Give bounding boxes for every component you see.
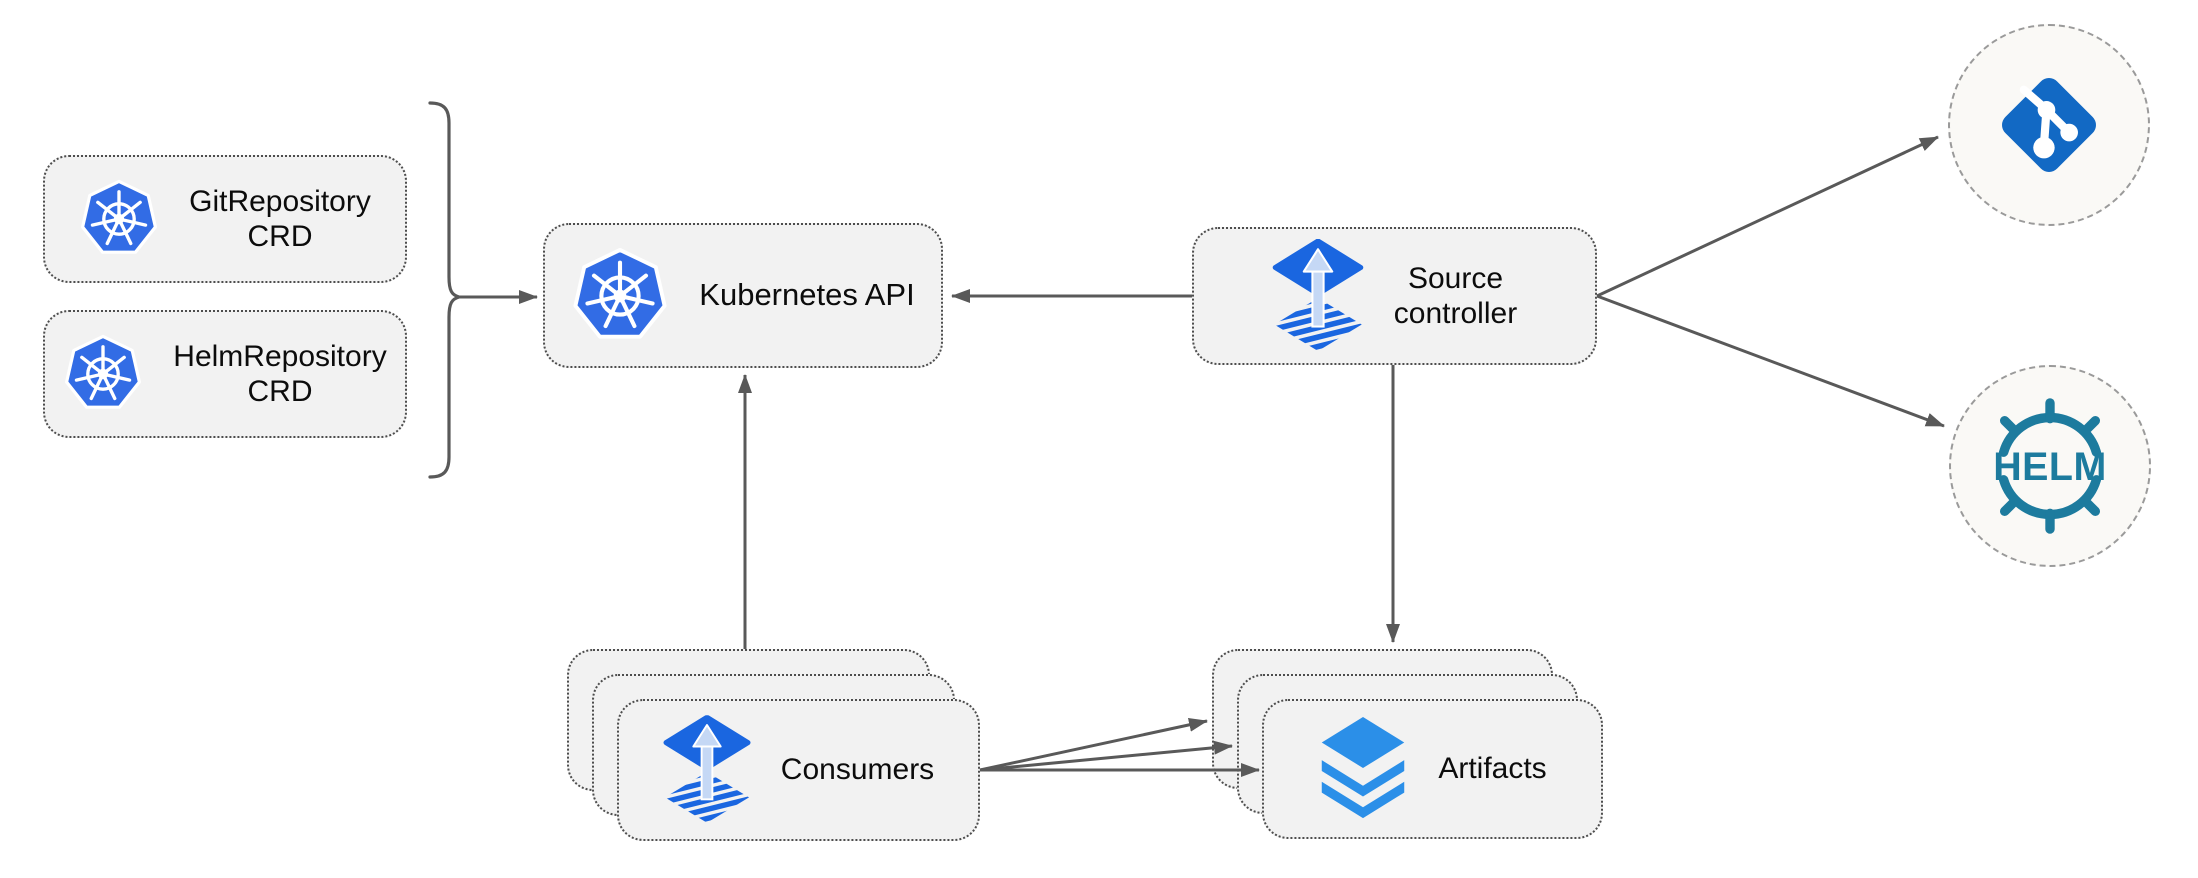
label-line2: CRD bbox=[247, 375, 313, 408]
flux-icon bbox=[1272, 239, 1364, 353]
crd-group-brace bbox=[428, 101, 465, 479]
node-artifacts-stack: Artifacts bbox=[1212, 649, 1603, 839]
kubernetes-icon bbox=[63, 334, 143, 414]
edge-source-controller-to-git bbox=[1596, 135, 1939, 298]
label-line1: HelmRepository bbox=[173, 339, 387, 373]
node-label: Artifacts bbox=[1438, 752, 1547, 786]
node-helm-repository-crd: HelmRepository CRD bbox=[43, 310, 407, 438]
node-consumers-stack: Consumers bbox=[567, 649, 980, 841]
node-label: Source controller bbox=[1394, 261, 1517, 332]
node-git-endpoint bbox=[1948, 24, 2150, 226]
node-label: Kubernetes API bbox=[699, 277, 915, 313]
node-helm-endpoint: HELM bbox=[1949, 365, 2151, 567]
git-icon bbox=[1986, 62, 2112, 188]
node-label: HelmRepository CRD bbox=[173, 339, 386, 410]
edge-source-controller-to-helm bbox=[1596, 294, 1945, 428]
node-artifacts: Artifacts bbox=[1262, 699, 1603, 839]
kubernetes-icon bbox=[571, 247, 669, 345]
node-consumers: Consumers bbox=[617, 699, 980, 841]
kubernetes-icon bbox=[79, 179, 159, 259]
node-source-controller: Source controller bbox=[1192, 227, 1597, 365]
edge-consumers-to-artifacts-middle bbox=[979, 740, 1233, 772]
node-label: Consumers bbox=[780, 753, 935, 787]
label-line2: CRD bbox=[247, 220, 313, 253]
helm-wordmark: HELM bbox=[1993, 445, 2107, 489]
label-line1: Source bbox=[1407, 261, 1504, 295]
helm-icon: HELM bbox=[1981, 397, 2119, 535]
node-git-repository-crd: GitRepository CRD bbox=[43, 155, 407, 283]
node-kubernetes-api: Kubernetes API bbox=[543, 223, 943, 368]
edge-consumers-to-artifacts-back bbox=[979, 717, 1208, 772]
node-label: GitRepository CRD bbox=[189, 184, 371, 255]
flux-icon bbox=[663, 715, 751, 825]
layers-icon bbox=[1318, 715, 1408, 823]
label-line2: controller bbox=[1393, 297, 1518, 330]
label-line1: GitRepository bbox=[189, 184, 371, 218]
